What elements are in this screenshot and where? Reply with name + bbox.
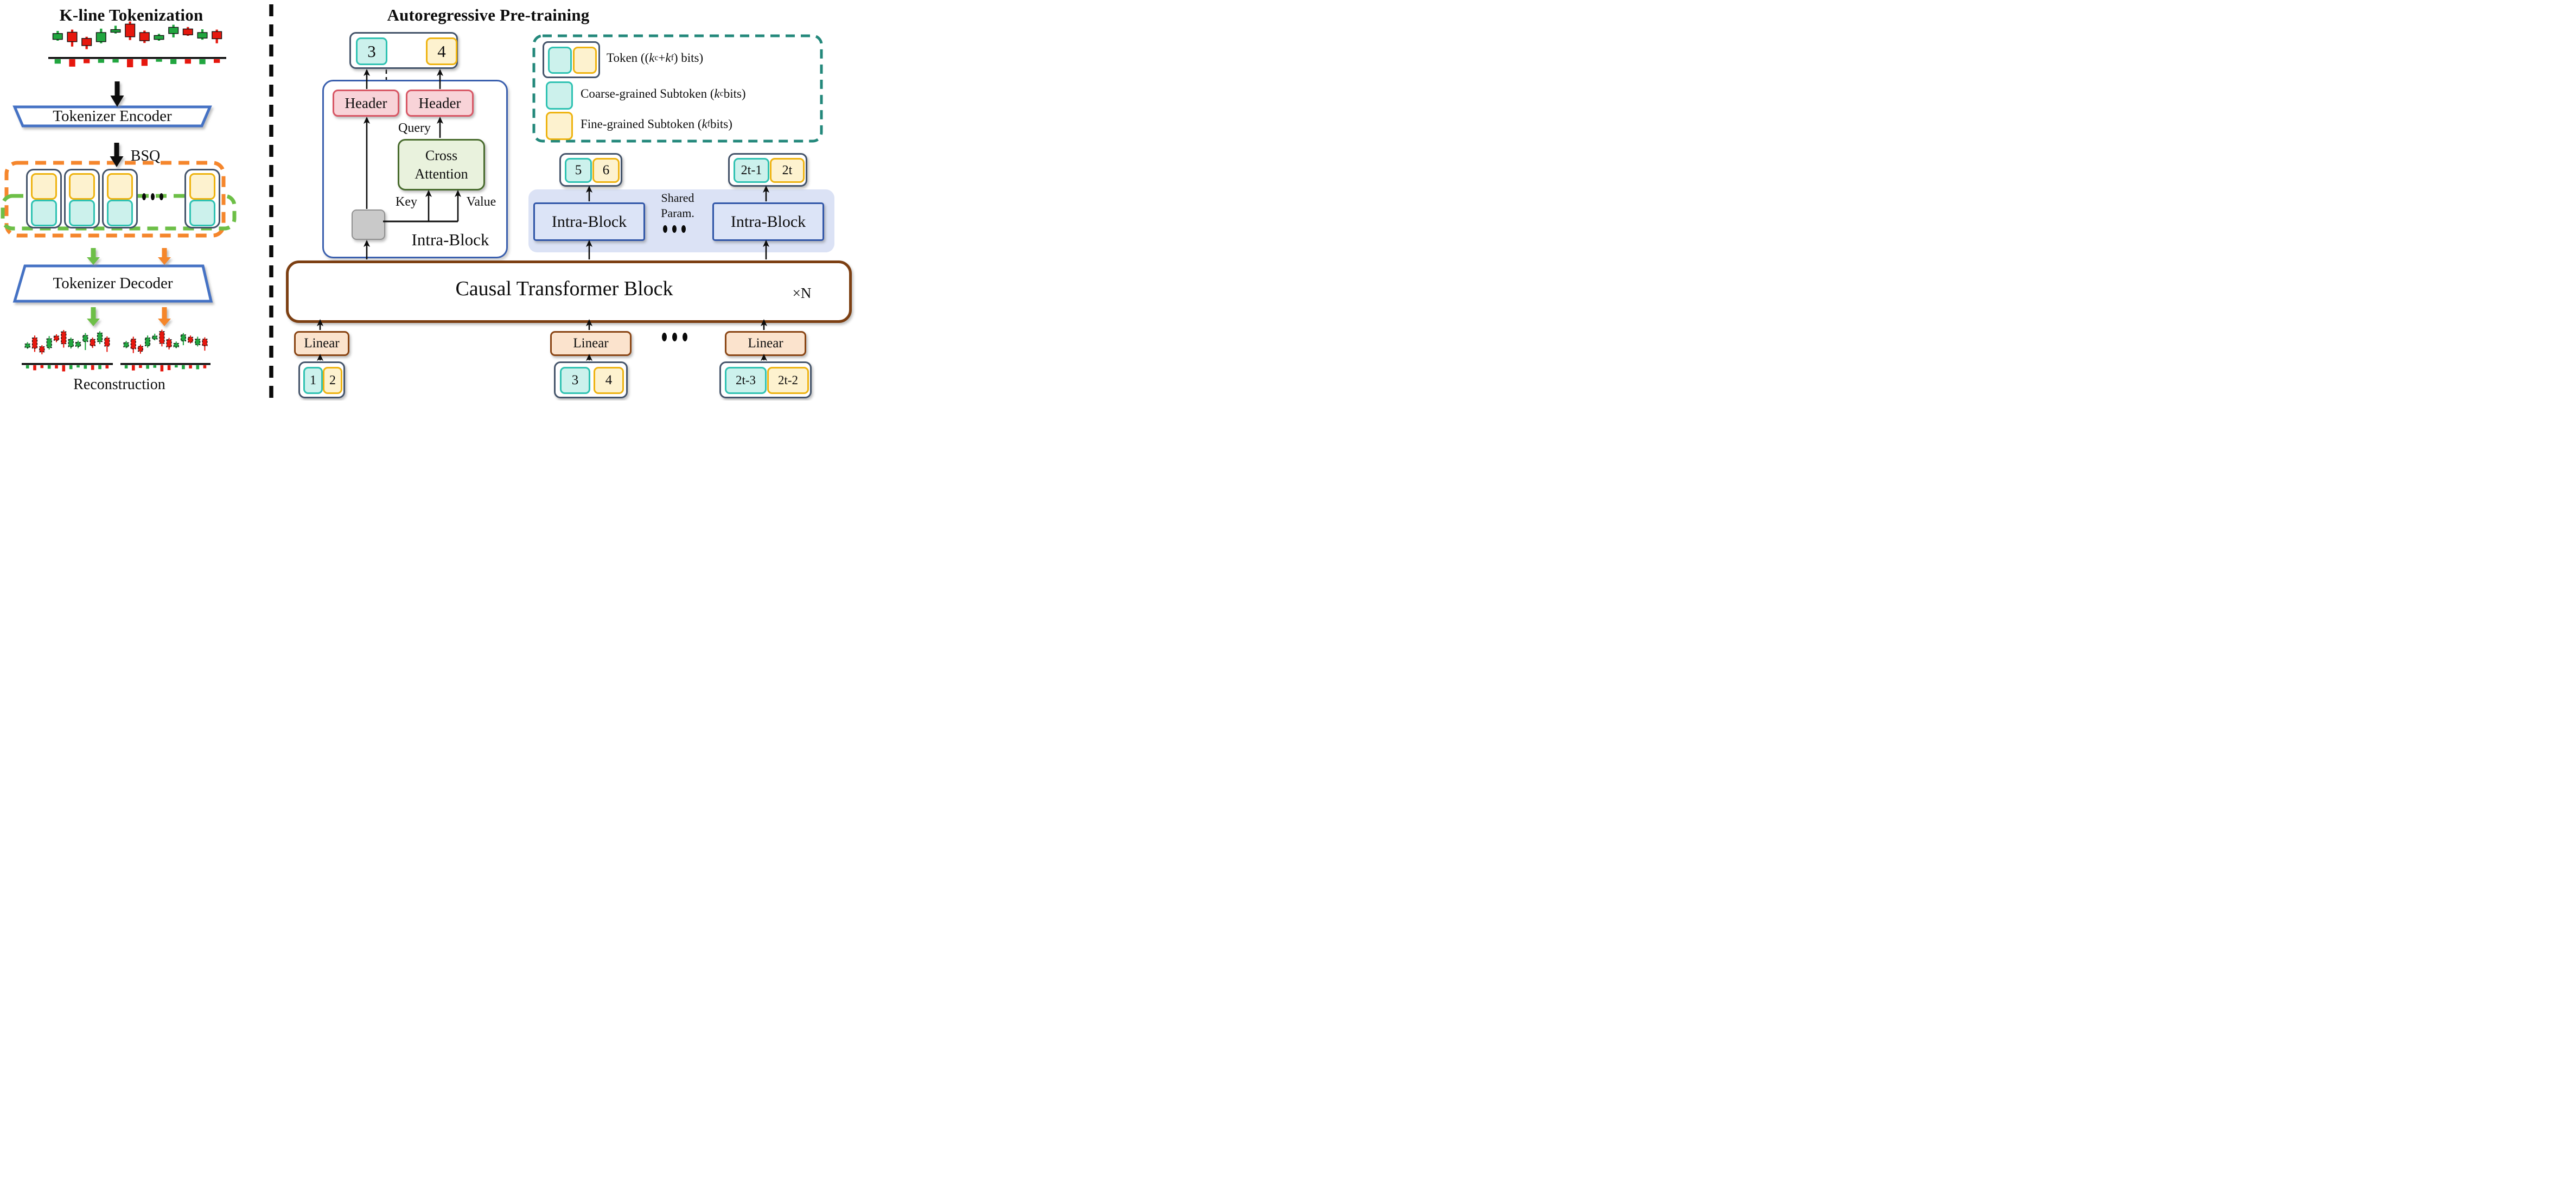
fine-subtoken <box>107 173 133 200</box>
input-token-pair-1: 1 2 <box>298 361 345 398</box>
mid-token-pair-2: 2t-1 2t <box>728 153 807 187</box>
fine-subtoken: 2t <box>770 158 805 183</box>
token-pair <box>26 169 62 228</box>
fine-subtoken: 6 <box>592 158 620 183</box>
coarse-subtoken: 3 <box>356 37 387 65</box>
mid-token2-coarse: 2t-1 <box>741 163 762 177</box>
ellipsis-icon <box>663 225 686 233</box>
fine-subtoken: 4 <box>426 37 457 65</box>
coarse-subtoken <box>548 47 572 74</box>
header-right: Header <box>406 90 474 117</box>
tokenizer-encoder-label: Tokenizer Encoder <box>53 107 172 125</box>
output-coarse-value: 3 <box>367 41 376 61</box>
intra-block-label: Intra-Block <box>411 230 489 249</box>
coarse-subtoken: 5 <box>565 158 592 183</box>
fine-subtoken <box>573 47 597 74</box>
coarse-row-green-box <box>1 194 237 231</box>
input-token3-fine: 2t-2 <box>777 373 799 387</box>
token-pair <box>64 169 100 228</box>
coarse-subtoken <box>107 200 133 226</box>
legend-token-pair-icon <box>543 41 600 78</box>
shared-param-line1: Shared <box>661 191 694 205</box>
shared-intra-block-1: Intra-Block <box>533 202 645 241</box>
repeat-count-label: ×N <box>792 284 812 301</box>
mid-token-pair-1: 5 6 <box>559 153 622 187</box>
linear-block-1: Linear <box>294 331 349 356</box>
left-panel-title: K-line Tokenization <box>59 5 203 24</box>
input-token2-fine: 4 <box>605 373 613 387</box>
fine-subtoken <box>31 173 57 200</box>
tokenizer-decoder-label: Tokenizer Decoder <box>53 274 173 292</box>
value-label: Value <box>466 194 496 209</box>
linear-block-2: Linear <box>550 331 632 356</box>
right-panel-title: Autoregressive Pre-training <box>387 5 590 24</box>
input-token-pair-3: 2t-3 2t-2 <box>719 361 812 398</box>
arrow-orange-to-recon <box>158 307 171 326</box>
ellipsis-icon <box>142 193 163 200</box>
coarse-subtoken: 2t-1 <box>734 158 769 183</box>
shared-param-line2: Param. <box>661 206 694 220</box>
shared-intra-block-2: Intra-Block <box>712 202 824 241</box>
legend-border <box>532 34 823 143</box>
mid-token1-coarse: 5 <box>575 163 582 177</box>
header-left: Header <box>333 90 399 117</box>
kline-chart <box>48 21 226 67</box>
bsq-label: BSQ <box>130 148 161 164</box>
fine-subtoken <box>189 173 215 200</box>
coarse-subtoken <box>189 200 215 226</box>
key-label: Key <box>396 194 417 209</box>
legend-fine-icon <box>546 112 573 140</box>
causal-transformer-label: Causal Transformer Block <box>455 277 673 300</box>
input-token1-fine: 2 <box>329 373 336 387</box>
fine-subtoken: 2t-2 <box>767 367 809 394</box>
latent-state-box <box>352 209 385 240</box>
cross-attention-block: Cross Attention <box>398 139 485 190</box>
input-token-pair-2: 3 4 <box>554 361 628 398</box>
fine-subtoken <box>69 173 95 200</box>
reconstruction-chart-left <box>22 330 113 372</box>
tokenizer-decoder-shape <box>12 264 213 303</box>
legend-coarse-icon <box>546 81 573 110</box>
query-label: Query <box>398 120 431 135</box>
output-fine-value: 4 <box>437 41 446 61</box>
fine-subtoken: 4 <box>594 367 624 394</box>
cross-attention-line2: Attention <box>415 166 468 182</box>
mid-token2-fine: 2t <box>782 163 793 177</box>
reconstruction-chart-right <box>120 329 211 372</box>
coarse-subtoken <box>69 200 95 226</box>
cross-attention-line1: Cross <box>425 147 458 163</box>
figure-canvas: K-line Tokenization Tokenizer Encoder BS… <box>0 0 859 401</box>
arrow-encoder-to-tokens <box>110 143 124 167</box>
arrow-orange-to-decoder <box>158 248 171 265</box>
coarse-subtoken <box>31 200 57 226</box>
mid-token1-fine: 6 <box>602 163 610 177</box>
token-pair <box>184 169 220 228</box>
tokenizer-encoder-shape <box>12 105 212 128</box>
input-token1-coarse: 1 <box>310 373 316 387</box>
fine-subtoken: 2 <box>323 367 342 394</box>
arrow-green-to-recon <box>87 307 100 326</box>
reconstruction-label: Reconstruction <box>73 376 165 393</box>
causal-transformer-block <box>286 260 852 323</box>
output-token-pair: 3 4 <box>349 32 458 69</box>
background-graphics <box>1 4 395 398</box>
token-pair <box>102 169 138 228</box>
input-token2-coarse: 3 <box>571 373 579 387</box>
coarse-subtoken: 2t-3 <box>725 367 767 394</box>
arrow-chart-to-encoder <box>110 81 124 107</box>
input-token3-coarse: 2t-3 <box>735 373 756 387</box>
coarse-subtoken: 3 <box>560 367 590 394</box>
ellipsis-icon <box>662 333 687 341</box>
coarse-subtoken: 1 <box>303 367 323 394</box>
linear-block-3: Linear <box>725 331 806 356</box>
arrow-green-to-decoder <box>87 248 100 265</box>
